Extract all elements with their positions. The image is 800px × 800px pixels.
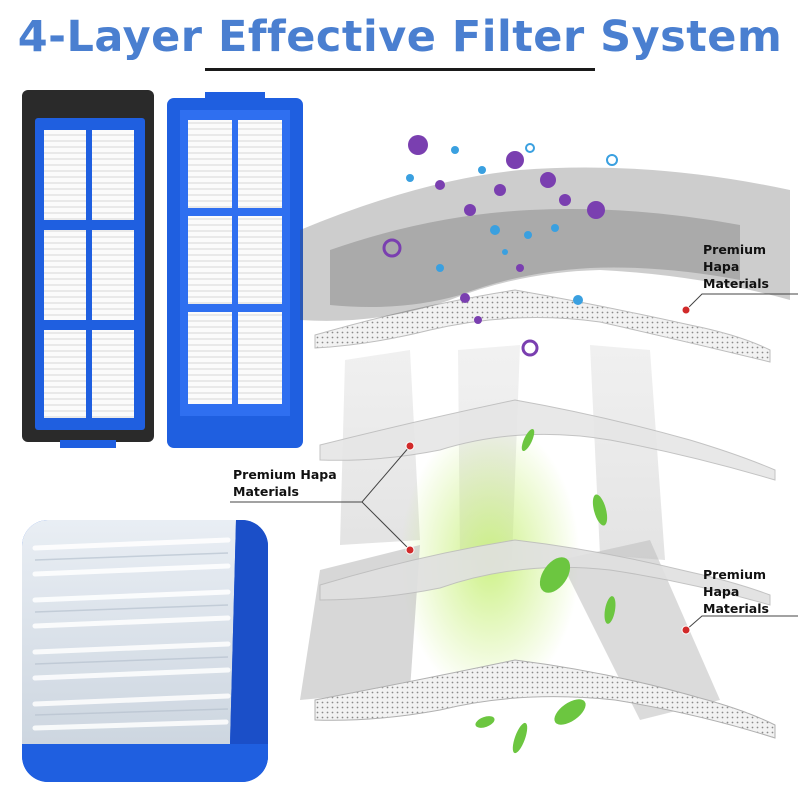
callout-text: Hapa [703, 259, 740, 274]
callout-markers [405, 305, 691, 635]
callout-text: Materials [703, 276, 769, 291]
filter-layer-1 [300, 167, 790, 363]
page-title: 4-Layer Effective Filter System [17, 12, 783, 62]
filter-material-closeup [22, 520, 268, 782]
callout-label-middle: Premium Hapa Materials [233, 466, 363, 500]
leaf-icons [475, 428, 616, 754]
filter-layer-2 [319, 399, 776, 481]
callout-label-bottom: Premium Hapa Materials [703, 566, 793, 617]
callout-label-top: Premium Hapa Materials [703, 241, 793, 292]
title-underline [205, 68, 595, 71]
filter-layer-4 [314, 659, 776, 739]
callout-lines [230, 293, 798, 631]
callout-text: Hapa [703, 584, 740, 599]
callout-text: Materials [233, 484, 299, 499]
callout-text: Premium Hapa [233, 467, 337, 482]
filter-layer-3 [319, 539, 771, 606]
filter-cartridge-dark [22, 90, 154, 448]
dust-particles [382, 135, 618, 357]
callout-text: Premium [703, 242, 767, 257]
callout-text: Materials [703, 601, 769, 616]
callout-text: Premium [703, 567, 767, 582]
filter-cartridge-blue [167, 92, 303, 448]
